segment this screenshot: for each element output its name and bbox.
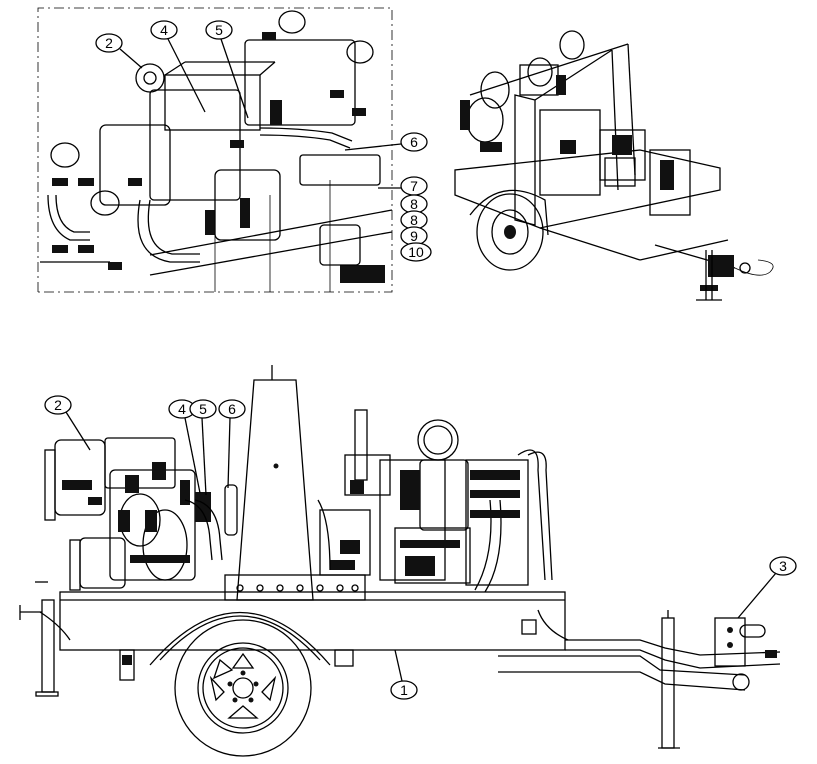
svg-text:1: 1 xyxy=(400,682,408,698)
detail-callout-4: 4 xyxy=(150,20,206,113)
detail-callout-8a: 8 xyxy=(400,194,428,214)
svg-text:5: 5 xyxy=(199,401,207,417)
detail-callout-7: 7 xyxy=(378,176,428,196)
detail-callout-10: 10 xyxy=(400,242,432,262)
svg-text:8: 8 xyxy=(410,196,418,212)
svg-text:2: 2 xyxy=(54,397,62,413)
detail-callout-5: 5 xyxy=(205,20,249,119)
detail-callout-8b: 8 xyxy=(400,210,428,230)
svg-text:4: 4 xyxy=(160,22,168,38)
detail-callout-6: 6 xyxy=(344,132,428,152)
svg-text:6: 6 xyxy=(228,401,236,417)
svg-text:2: 2 xyxy=(105,35,113,51)
side-callout-3: 3 xyxy=(737,556,797,619)
svg-text:7: 7 xyxy=(410,178,418,194)
detail-callout-9: 9 xyxy=(400,226,428,246)
isometric-view xyxy=(454,30,774,301)
svg-text:8: 8 xyxy=(410,212,418,228)
svg-text:6: 6 xyxy=(410,134,418,150)
svg-text:9: 9 xyxy=(410,228,418,244)
side-callout-5: 5 xyxy=(189,399,217,496)
detail-callout-2: 2 xyxy=(95,33,143,69)
svg-text:3: 3 xyxy=(779,558,787,574)
side-view: 2 4 5 6 1 3 xyxy=(19,365,797,757)
side-callout-6: 6 xyxy=(218,399,246,489)
side-callout-2: 2 xyxy=(44,395,91,451)
side-callout-1: 1 xyxy=(390,649,418,700)
detail-view: 2 4 5 6 7 8 8 xyxy=(37,7,432,293)
svg-text:5: 5 xyxy=(215,22,223,38)
svg-text:10: 10 xyxy=(408,244,424,260)
wheel-spokes xyxy=(209,652,277,719)
svg-text:4: 4 xyxy=(178,401,186,417)
detail-pump-body xyxy=(40,10,393,292)
